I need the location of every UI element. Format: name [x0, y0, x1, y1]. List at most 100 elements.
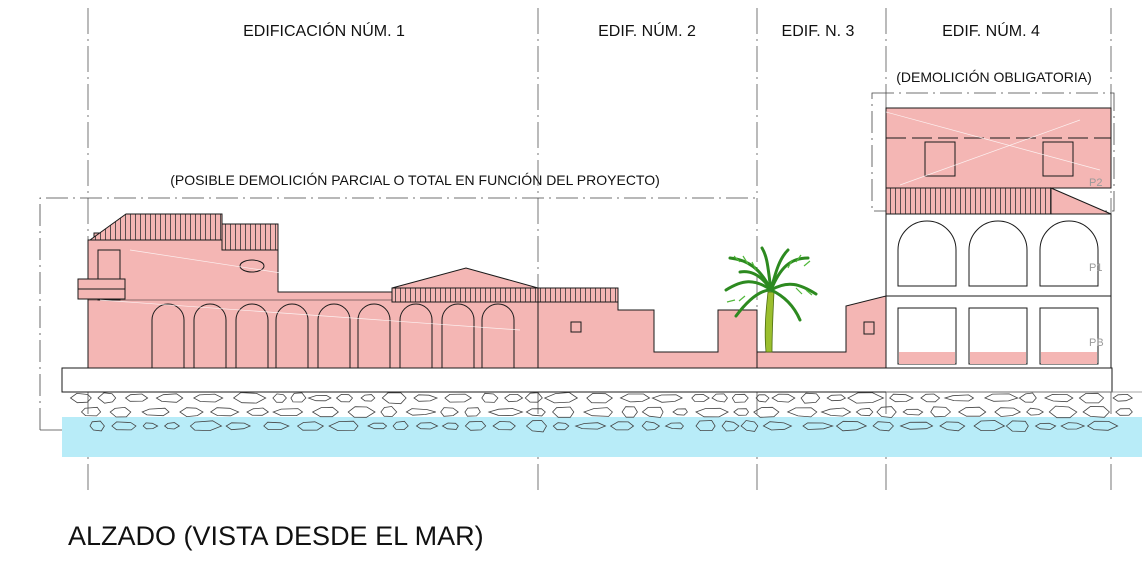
rock — [1048, 405, 1078, 419]
rock — [721, 420, 740, 432]
floor-label-p1: P1 — [1089, 262, 1102, 274]
rock — [464, 407, 481, 417]
rock — [405, 408, 436, 416]
rock — [983, 393, 1019, 402]
rock — [189, 420, 223, 432]
rock — [440, 407, 459, 417]
rock — [155, 393, 184, 403]
rock — [771, 393, 796, 403]
rock — [311, 406, 339, 418]
rock — [1060, 422, 1086, 430]
rock — [441, 422, 459, 430]
rock — [111, 421, 137, 431]
sea — [62, 417, 1142, 457]
breakwater-rocks — [69, 392, 1134, 433]
drawing-title: ALZADO (VISTA DESDE EL MAR) — [68, 521, 484, 551]
rock — [586, 392, 614, 404]
rock — [820, 407, 852, 417]
rock — [621, 406, 638, 418]
rock — [367, 422, 388, 430]
rock — [290, 392, 307, 403]
rock — [1086, 420, 1119, 431]
partial-demolition-outline — [39, 197, 760, 431]
rock — [1043, 393, 1074, 403]
building-1 — [77, 213, 539, 369]
rock — [192, 393, 224, 403]
rock — [733, 408, 749, 416]
rock — [272, 393, 287, 403]
building-2 — [537, 287, 758, 369]
rock — [552, 422, 570, 431]
rock — [943, 394, 975, 402]
rock — [641, 406, 664, 418]
rock — [847, 392, 885, 404]
header-edif-2: EDIF. NÚM. 2 — [598, 21, 696, 40]
rock — [1112, 393, 1134, 402]
rock — [307, 395, 332, 402]
rock — [672, 408, 688, 416]
rock — [415, 422, 439, 430]
floor-label-p2: P2 — [1089, 177, 1102, 189]
building-3 — [756, 295, 887, 369]
rock — [691, 394, 710, 402]
rock — [487, 408, 524, 416]
note-mandatory-demolition: (DEMOLICIÓN OBLIGATORIA) — [896, 69, 1092, 85]
rock — [335, 393, 354, 403]
rock — [328, 420, 359, 431]
rock — [481, 392, 499, 403]
rock — [994, 407, 1022, 417]
rock — [89, 420, 105, 432]
rock — [179, 407, 204, 418]
rock — [957, 406, 987, 417]
rock — [1078, 392, 1105, 404]
rock — [124, 393, 149, 402]
rock — [762, 421, 793, 431]
rock — [902, 408, 924, 416]
rock — [552, 406, 575, 418]
rock — [753, 406, 780, 418]
rock — [1018, 392, 1037, 403]
base-slab — [61, 367, 1113, 393]
rock — [800, 392, 821, 404]
rock — [1034, 422, 1057, 430]
header-edif-3: EDIF. N. 3 — [782, 23, 855, 40]
rock — [695, 420, 716, 432]
rock — [855, 407, 874, 417]
rock — [641, 421, 661, 431]
rock — [973, 420, 1006, 432]
rock — [525, 408, 546, 417]
rock — [755, 394, 770, 403]
rock — [464, 420, 487, 431]
rock — [1005, 420, 1029, 432]
rock — [619, 393, 651, 403]
rock — [492, 420, 516, 431]
rock — [835, 420, 868, 432]
rock — [1082, 406, 1110, 418]
rock — [1026, 407, 1044, 416]
rock — [930, 406, 952, 418]
rock — [97, 392, 117, 404]
rock — [163, 422, 181, 430]
rock — [360, 394, 376, 402]
rock — [381, 392, 407, 405]
rock — [246, 407, 270, 416]
rock — [413, 394, 439, 402]
rock — [664, 422, 684, 430]
rock — [69, 392, 92, 404]
note-partial-demolition: (POSIBLE DEMOLICIÓN PARCIAL O TOTAL EN F… — [170, 172, 660, 188]
rock — [80, 406, 102, 417]
rock — [872, 421, 894, 432]
rock — [826, 394, 847, 402]
rock — [232, 392, 267, 404]
palm-tree — [724, 246, 818, 353]
rock — [525, 420, 547, 433]
rock — [740, 420, 759, 432]
header-edif-1: EDIFICACIÓN NÚM. 1 — [243, 21, 405, 40]
rock — [272, 408, 304, 417]
rock — [380, 406, 398, 417]
rock — [731, 393, 749, 403]
rock — [296, 421, 325, 431]
rock — [392, 420, 409, 431]
rock — [225, 422, 252, 431]
